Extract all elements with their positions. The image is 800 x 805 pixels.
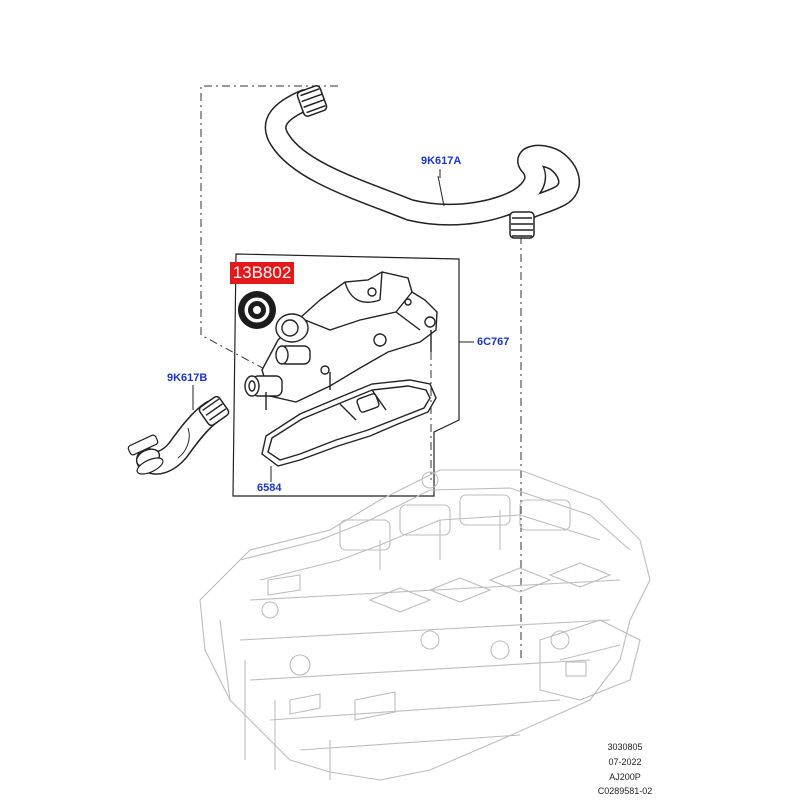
callout-6c767: 6C767 (477, 336, 510, 348)
dashed-leaders (200, 85, 522, 660)
pcv-diaphragm (238, 291, 276, 329)
upper-hose-connector-top (296, 85, 328, 117)
lower-hose (127, 395, 230, 475)
callout-9k617b: 9K617B (167, 372, 208, 384)
stamp-line-3: AJ200P (609, 772, 641, 782)
upper-hose-connector-bottom (509, 211, 535, 239)
stamp-line-4: C0289581-02 (597, 786, 653, 796)
stamp-line-1: 3030805 (607, 742, 643, 752)
assembly-box (232, 253, 460, 497)
stamp-line-2: 07-2022 (608, 757, 642, 767)
valve-cover (244, 271, 438, 410)
callout-6584: 6584 (257, 482, 282, 494)
callout-13b802-highlighted: 13B802 (230, 262, 294, 284)
upper-hose (264, 85, 580, 239)
callout-9k617a: 9K617A (421, 155, 462, 167)
engine-cylinder-head (199, 469, 651, 781)
gasket (261, 379, 437, 467)
